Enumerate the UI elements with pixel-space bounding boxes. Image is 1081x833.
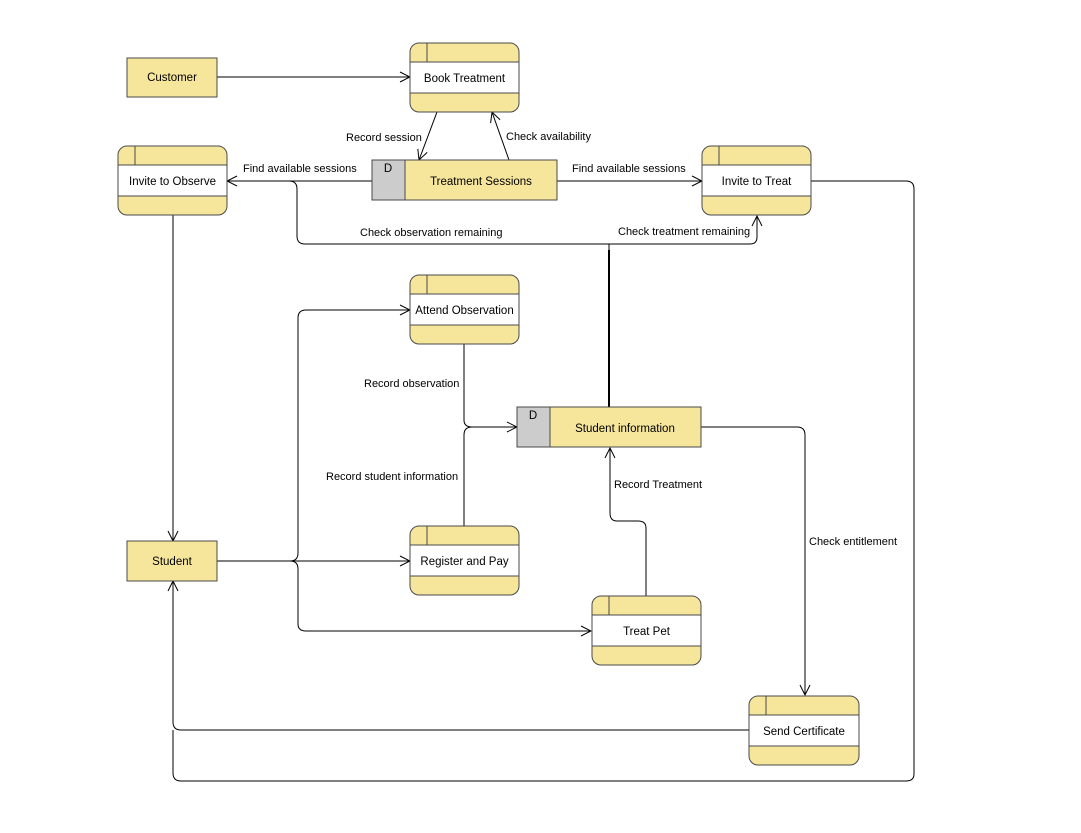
entity-student-label: Student xyxy=(152,556,192,568)
store-student-information-label: Student information xyxy=(575,423,675,435)
label-record-treatment: Record Treatment xyxy=(614,479,702,491)
process-register-and-pay-label: Register and Pay xyxy=(420,556,508,568)
flow-record-treatment xyxy=(610,448,647,596)
label-check-observation-remaining: Check observation remaining xyxy=(360,227,502,239)
store-student-information-id: D xyxy=(529,410,537,422)
flow-invite-treat-to-student xyxy=(172,180,915,782)
process-register-and-pay[interactable]: Register and Pay xyxy=(409,525,520,596)
label-check-treatment-remaining: Check treatment remaining xyxy=(618,226,750,238)
store-treatment-sessions[interactable]: D Treatment Sessions xyxy=(371,159,558,201)
flow-check-availability xyxy=(492,112,510,161)
label-check-availability: Check availability xyxy=(506,131,591,143)
flow-check-entitlement xyxy=(701,426,805,695)
label-find-sessions-right: Find available sessions xyxy=(572,163,686,175)
store-treatment-sessions-id: D xyxy=(384,163,392,175)
process-invite-to-observe-label: Invite to Observe xyxy=(129,176,216,188)
store-student-information[interactable]: D Student information xyxy=(516,406,702,448)
label-record-observation: Record observation xyxy=(364,378,459,390)
entity-student[interactable]: Student xyxy=(126,540,218,582)
label-record-student-information: Record student information xyxy=(326,471,458,483)
process-invite-to-treat-label: Invite to Treat xyxy=(722,176,792,188)
process-attend-observation-label: Attend Observation xyxy=(415,305,513,317)
flow-record-observation xyxy=(463,344,517,427)
label-check-entitlement: Check entitlement xyxy=(809,536,897,548)
process-treat-pet[interactable]: Treat Pet xyxy=(591,595,702,666)
flow-check-treatment-remaining xyxy=(608,216,757,250)
entity-customer-label: Customer xyxy=(147,72,197,84)
process-send-certificate[interactable]: Send Certificate xyxy=(748,695,860,766)
process-book-treatment-label: Book Treatment xyxy=(424,73,506,85)
process-attend-observation[interactable]: Attend Observation xyxy=(409,274,520,345)
flow-record-session xyxy=(419,111,438,160)
store-treatment-sessions-label: Treatment Sessions xyxy=(430,176,532,188)
process-book-treatment[interactable]: Book Treatment xyxy=(409,42,520,113)
flow-record-student-information xyxy=(463,426,473,526)
entity-customer[interactable]: Customer xyxy=(126,57,218,98)
label-record-session: Record session xyxy=(346,132,422,144)
label-find-sessions-left: Find available sessions xyxy=(243,163,357,175)
flow-student-to-attend-observation xyxy=(217,310,410,562)
flow-certificate-to-student xyxy=(173,581,749,731)
flow-check-observation-remaining xyxy=(288,180,610,250)
process-treat-pet-label: Treat Pet xyxy=(623,626,671,638)
process-invite-to-observe[interactable]: Invite to Observe xyxy=(117,145,228,216)
flow-student-to-treat-pet xyxy=(289,560,591,631)
process-invite-to-treat[interactable]: Invite to Treat xyxy=(701,145,812,216)
process-send-certificate-label: Send Certificate xyxy=(763,726,845,738)
